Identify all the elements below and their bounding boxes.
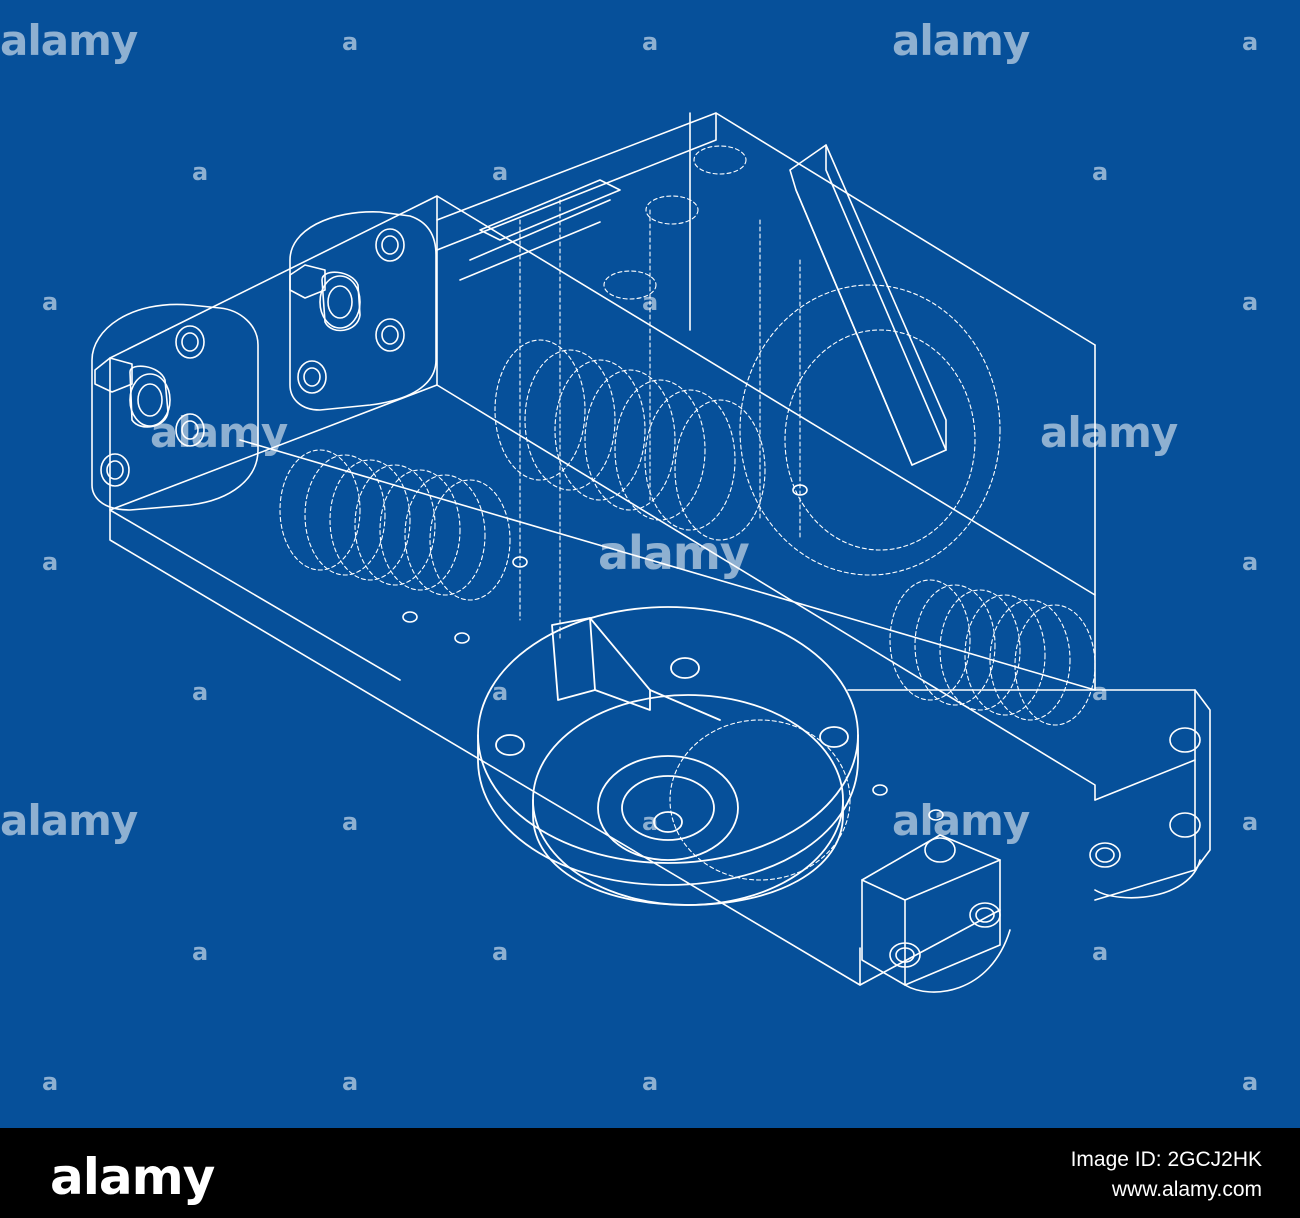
left-flange-plate [91, 303, 259, 511]
watermark-glyph-icon: a [42, 1068, 58, 1096]
watermark-glyph-icon: a [1242, 808, 1258, 836]
footer-logo: alamy [50, 1148, 215, 1206]
watermark-logo: alamy [0, 16, 138, 65]
watermark-glyph-icon: a [642, 28, 658, 56]
watermark-glyph-icon: a [1242, 288, 1258, 316]
svg-text:a: a [492, 938, 508, 966]
upper-flange-plate [289, 211, 437, 411]
watermark-glyph-icon: a [642, 288, 658, 316]
watermark-logo: alamy [892, 16, 1030, 65]
watermark-logo: alamy [598, 526, 750, 580]
site-url-text: www.alamy.com [1111, 1178, 1262, 1201]
top-face-holes [402, 484, 944, 821]
svg-text:a: a [642, 288, 658, 316]
watermark-glyph-icon: a [342, 1068, 358, 1096]
watermark-glyph-icon: a [1092, 678, 1108, 706]
svg-text:a: a [42, 1068, 58, 1096]
watermark-glyph-icon: a [492, 158, 508, 186]
watermark-glyph-icon: a [192, 158, 208, 186]
image-id-text: Image ID: 2GCJ2HK [1070, 1148, 1262, 1171]
watermark-glyph-icon: a [42, 288, 58, 316]
svg-text:a: a [642, 1068, 658, 1096]
svg-text:a: a [1242, 28, 1258, 56]
svg-text:a: a [42, 548, 58, 576]
svg-text:a: a [342, 28, 358, 56]
internal-springs [279, 145, 1096, 881]
svg-text:a: a [1242, 1068, 1258, 1096]
svg-text:a: a [492, 678, 508, 706]
watermark-glyph-icon: a [192, 938, 208, 966]
watermark-logo: alamy [1040, 408, 1178, 457]
watermark-glyph-icon: a [342, 808, 358, 836]
svg-text:a: a [192, 678, 208, 706]
svg-text:a: a [1242, 548, 1258, 576]
watermark-glyph-icon: a [42, 548, 58, 576]
svg-text:a: a [1242, 288, 1258, 316]
svg-text:a: a [192, 158, 208, 186]
svg-text:a: a [642, 28, 658, 56]
watermark-glyph-icon: a [1242, 28, 1258, 56]
svg-text:a: a [492, 158, 508, 186]
watermark-glyph-icon: a [1092, 938, 1108, 966]
watermark-glyph-icon: a [492, 678, 508, 706]
watermark-glyph-icon: a [1242, 1068, 1258, 1096]
svg-text:a: a [1092, 678, 1108, 706]
watermark-logo: alamy [892, 796, 1030, 845]
watermark-glyph-icon: a [492, 938, 508, 966]
blueprint-background: alamy alamy alamy alamy alamy alamy alam… [0, 0, 1300, 1128]
svg-text:a: a [1092, 158, 1108, 186]
svg-text:a: a [42, 288, 58, 316]
wireframe-mechanism-drawing [91, 112, 1211, 993]
svg-text:a: a [1242, 808, 1258, 836]
svg-text:a: a [642, 808, 658, 836]
watermark-glyph-icon: a [642, 1068, 658, 1096]
svg-text:a: a [342, 808, 358, 836]
watermark-glyph-icon: a [192, 678, 208, 706]
angled-rib [789, 144, 947, 466]
watermark-logo: alamy [0, 796, 138, 845]
watermark-glyph-icon: a [342, 28, 358, 56]
round-chuck [477, 606, 859, 906]
watermark-glyph-icon: a [642, 808, 658, 836]
lower-clamp-block [861, 727, 1201, 993]
watermark-logo: alamy [150, 408, 288, 457]
watermark-glyph-icon: a [1242, 548, 1258, 576]
rear-upper-block [436, 112, 1096, 596]
footer-bar: alamy Image ID: 2GCJ2HK www.alamy.com [0, 1128, 1300, 1218]
svg-text:a: a [192, 938, 208, 966]
watermark-glyph-icon: a [1092, 158, 1108, 186]
svg-text:a: a [342, 1068, 358, 1096]
svg-text:a: a [1092, 938, 1108, 966]
